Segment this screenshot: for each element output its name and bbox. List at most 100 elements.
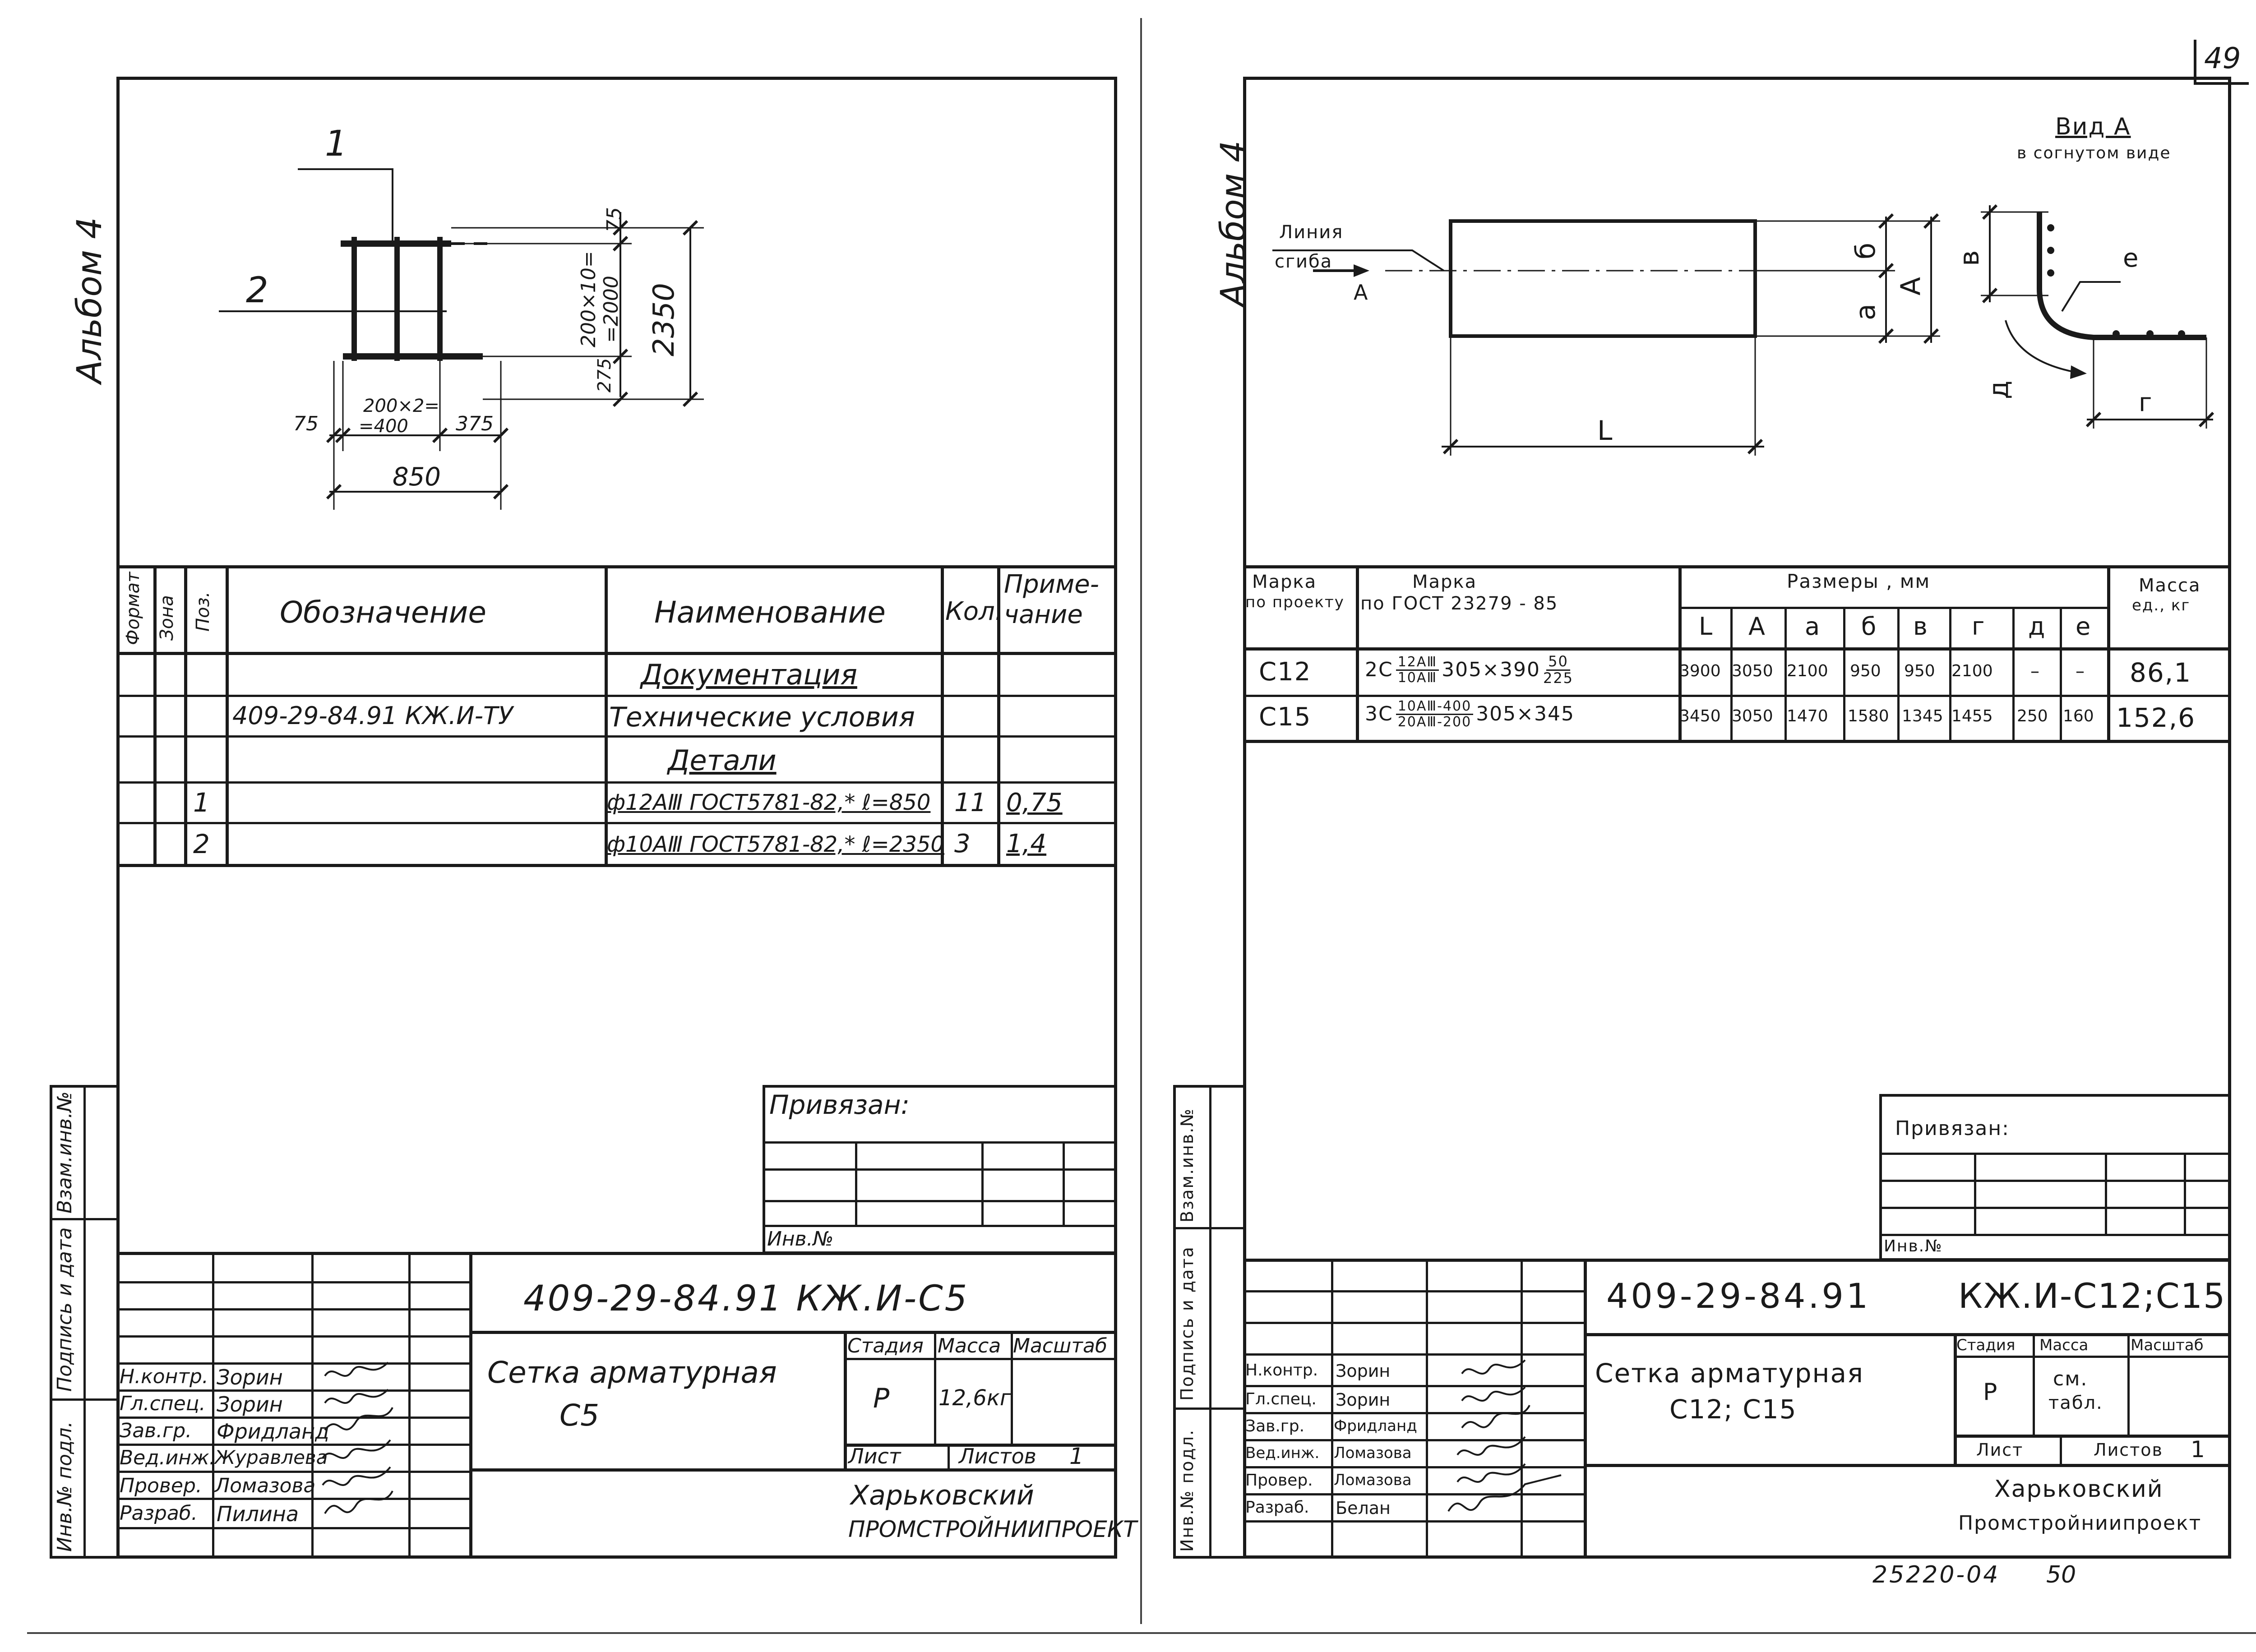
- right-name-1: Зорин: [1336, 1390, 1391, 1410]
- right-title-code-1: 409-29-84.91: [1606, 1276, 1871, 1316]
- row-c15-v: 1345: [1902, 707, 1943, 725]
- left-title-col: [469, 1252, 472, 1559]
- th-col-d: д: [2028, 612, 2046, 641]
- th-col-L: L: [1699, 612, 1714, 641]
- left-mass-label: Масса: [938, 1334, 1001, 1357]
- right-stage-value: Р: [1983, 1379, 1998, 1406]
- privyazan-col: [855, 1141, 857, 1225]
- spec-row-line: [116, 822, 1117, 824]
- row-c12-a: 2100: [1787, 662, 1828, 680]
- left-title-col: [1011, 1331, 1013, 1444]
- bend-line-label-1: Линия: [1279, 222, 1344, 243]
- right-name-0: Зорин: [1336, 1361, 1391, 1381]
- spec-header-note-1: Приме-: [1004, 570, 1099, 599]
- left-signatures: [322, 1361, 393, 1514]
- right-title-col: [1954, 1333, 1957, 1464]
- dim-horizontal-pitch-2: =400: [359, 416, 408, 437]
- row-c12-v: 950: [1904, 662, 1935, 680]
- privyazan-row: [1879, 1207, 2231, 1209]
- row-c12-rebar-num: 12АⅢ: [1396, 655, 1439, 671]
- roles-col: [311, 1252, 314, 1559]
- row-c15-g: 1455: [1951, 707, 1993, 725]
- row-c15-gost-prefix: 3С: [1365, 702, 1393, 725]
- row-c12-e: –: [2076, 661, 2085, 682]
- left-mass-value: 12,6кг: [938, 1385, 1012, 1411]
- left-sheet-frame: [116, 77, 1117, 1559]
- right-title-line: [1584, 1464, 2231, 1467]
- th-mark-project-1: Марка: [1252, 572, 1317, 592]
- spec-header-line: [116, 652, 1117, 655]
- left-role-4: Провер.: [120, 1474, 202, 1497]
- roles-row: [116, 1498, 469, 1500]
- right-name-5: Белан: [1336, 1498, 1391, 1518]
- right-name-3: Ломазова: [1334, 1444, 1412, 1462]
- privyazan-row: [1879, 1180, 2231, 1182]
- left-title-line: [469, 1331, 1117, 1334]
- right-role-0: Н.контр.: [1245, 1361, 1318, 1380]
- right-role-1: Гл.спец.: [1245, 1390, 1317, 1408]
- roles-col: [408, 1252, 411, 1559]
- row-c12-rebar-den: 10АⅢ: [1397, 669, 1438, 686]
- view-arrow-label: А: [1354, 280, 1369, 305]
- spec-row-5-qty: 3: [954, 829, 971, 858]
- right-role-3: Вед.инж.: [1245, 1444, 1320, 1462]
- view-a-title: Вид А: [2055, 113, 2131, 140]
- row-c15-rebar-num: 10АⅢ-400: [1396, 699, 1474, 715]
- th-mark-project-2: по проекту: [1245, 593, 1345, 611]
- row-c12-mass: 86,1: [2130, 657, 2192, 688]
- row-c12-L: 3900: [1679, 662, 1721, 680]
- spec-row-2-designation: 409-29-84.91 КЖ.И-ТУ: [232, 701, 513, 730]
- row-c15-a: 1470: [1787, 707, 1828, 725]
- table-col-line: [1843, 607, 1845, 740]
- spec-col-line: [226, 565, 229, 864]
- table-bottom-line: [1243, 740, 2231, 743]
- th-col-e: е: [2076, 612, 2092, 641]
- roles-row: [1243, 1322, 1584, 1324]
- dim-e-label: е: [2123, 244, 2140, 273]
- table-col-line: [1678, 565, 1682, 740]
- spec-row-4-name: ф12АⅢ ГОСТ5781-82,* ℓ=850: [607, 790, 931, 815]
- privyazan-row: [1879, 1153, 2231, 1155]
- left-name-3: Журавлева: [215, 1446, 328, 1468]
- right-name-4: Ломазова: [1334, 1471, 1412, 1489]
- spec-row-4-pos: 1: [193, 787, 210, 818]
- table-top-line: [1243, 565, 2231, 568]
- th-mass-1: Масса: [2139, 575, 2201, 596]
- right-mass-value-1: см.: [2053, 1367, 2088, 1390]
- dim-d-label: д: [1983, 379, 2015, 399]
- roles-row: [1243, 1353, 1584, 1356]
- spec-header-designation: Обозначение: [280, 595, 486, 630]
- right-role-2: Зав.гр.: [1245, 1417, 1305, 1435]
- left-name-0: Зорин: [217, 1365, 283, 1389]
- left-sheets-value: 1: [1069, 1443, 1084, 1469]
- th-mass-2: ед., кг: [2132, 596, 2191, 614]
- right-side-stamp-row: [1173, 1407, 1246, 1410]
- row-c15-e: 160: [2063, 707, 2094, 725]
- spec-header-qty: Кол.: [945, 597, 1003, 626]
- spec-col-line: [605, 565, 608, 864]
- spec-col-line: [153, 565, 157, 864]
- dim-left-end: 75: [293, 412, 319, 435]
- privyazan-row: [763, 1168, 1117, 1171]
- roles-row: [1243, 1412, 1584, 1414]
- roles-row: [116, 1527, 469, 1529]
- spec-col-line: [184, 565, 187, 864]
- privyazan-col: [1063, 1141, 1065, 1225]
- bend-line-label-2: сгиба: [1275, 251, 1333, 272]
- row-c15-L: 3450: [1679, 707, 1721, 725]
- left-org-2: ПРОМСТРОЙНИИПРОЕКТ: [848, 1516, 1137, 1542]
- spec-row-1-name: Документация: [641, 658, 857, 691]
- privyazan-col: [2184, 1153, 2186, 1234]
- table-subheader-line: [1678, 607, 2107, 609]
- privyazan-row: [763, 1200, 1117, 1202]
- left-title-col: [948, 1444, 950, 1468]
- spec-row-4-note: 0,75: [1006, 788, 1063, 817]
- dim-b-label: б: [1850, 241, 1882, 259]
- roles-row: [116, 1417, 469, 1419]
- roles-row: [116, 1471, 469, 1473]
- row-c15-mark: С15: [1259, 702, 1312, 732]
- left-title-code: 409-29-84.91 КЖ.И-С5: [523, 1278, 969, 1319]
- dim-A-label: А: [1895, 276, 1927, 295]
